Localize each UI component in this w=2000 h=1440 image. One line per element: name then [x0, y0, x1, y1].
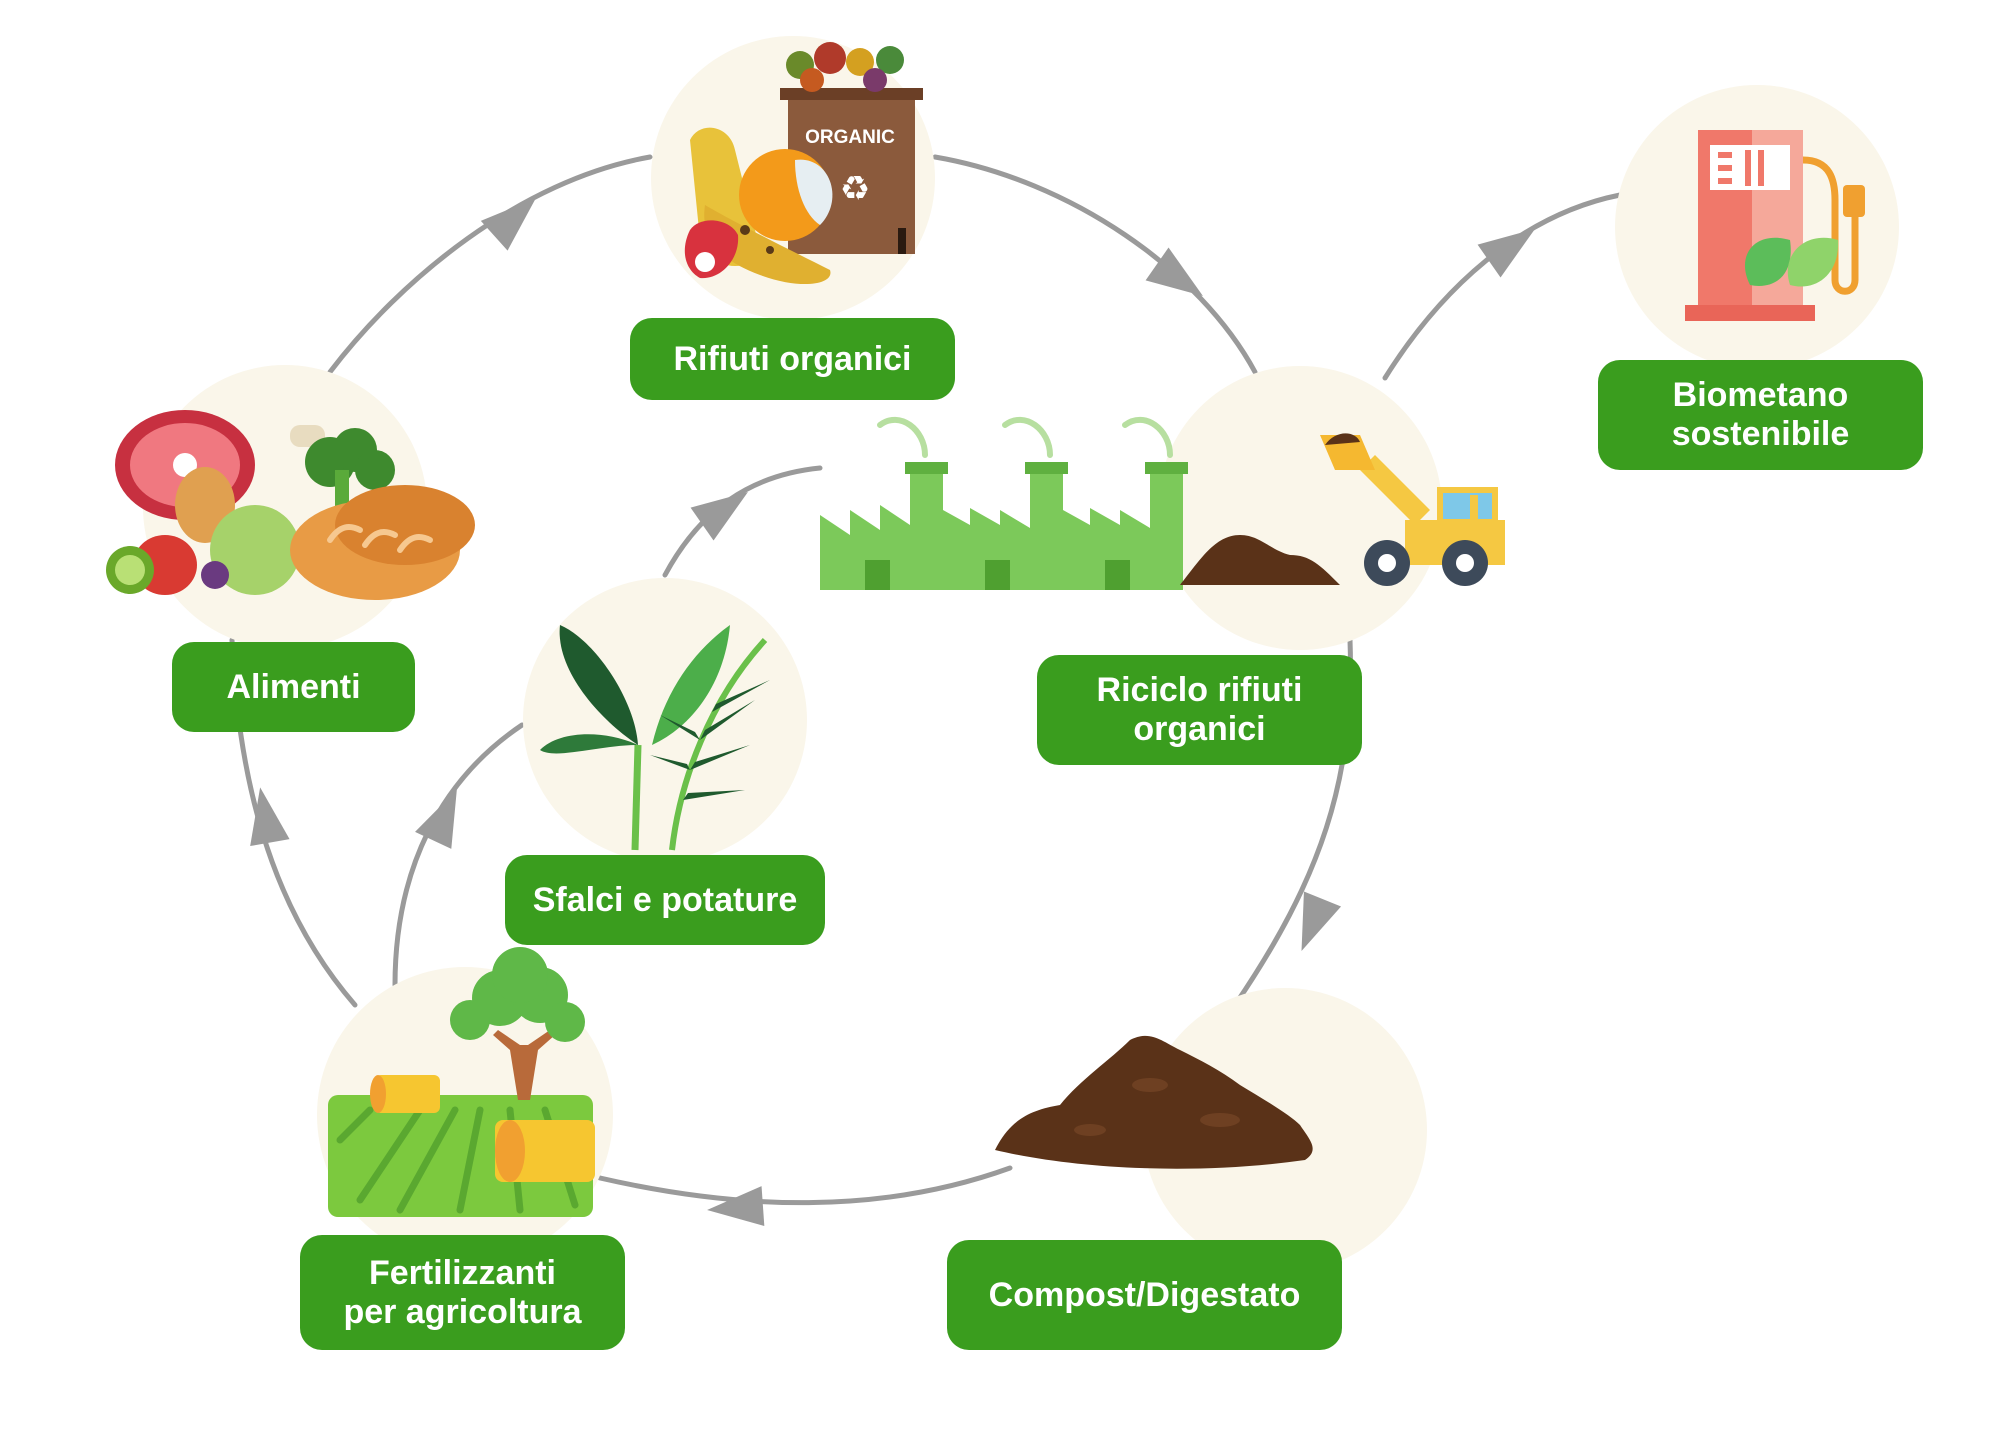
- compost-pile-icon: [995, 1035, 1313, 1169]
- label-biometano-text: Biometano sostenibile: [1671, 376, 1850, 453]
- label-fertilizzanti-text: Fertilizzanti per agricoltura: [343, 1253, 582, 1331]
- food-icon: [106, 410, 475, 600]
- label-biometano: Biometano sostenibile: [1598, 360, 1923, 470]
- label-alimenti: Alimenti: [172, 642, 415, 732]
- soil-pile-icon: [1180, 535, 1340, 585]
- bin-label: ORGANIC: [805, 127, 895, 148]
- label-fertilizzanti: Fertilizzanti per agricoltura: [300, 1235, 625, 1350]
- arrowhead-icon: [480, 198, 536, 251]
- label-riciclo-rifiuti-text: Riciclo rifiuti organici: [1096, 671, 1303, 748]
- label-alimenti-text: Alimenti: [226, 667, 361, 706]
- label-sfalci-text: Sfalci e potature: [532, 880, 798, 919]
- plant-icon: [540, 625, 770, 851]
- label-rifiuti-organici: Rifiuti organici: [630, 318, 955, 400]
- connector-sfalci-factory: [662, 465, 823, 578]
- arrowhead-icon: [415, 789, 457, 849]
- connector-rifiuti-riciclo: [932, 154, 1258, 375]
- compost-texture: [1074, 1078, 1240, 1136]
- arrowhead-icon: [250, 787, 290, 847]
- connector-fertilizzanti-sfalci: [392, 722, 525, 988]
- recycle-icon: ♻: [840, 169, 870, 209]
- arrowheads: [250, 198, 1535, 1226]
- label-riciclo-rifiuti: Riciclo rifiuti organici: [1037, 655, 1362, 765]
- label-sfalci: Sfalci e potature: [505, 855, 825, 945]
- farm-field-icon: [328, 947, 595, 1217]
- arrowhead-icon: [707, 1186, 765, 1226]
- label-rifiuti-organici-text: Rifiuti organici: [673, 339, 912, 378]
- connector-alimenti-rifiuti: [327, 154, 653, 375]
- connector-riciclo-biometano: [1382, 192, 1623, 381]
- organic-bin-icon: ORGANIC ♻: [684, 42, 923, 285]
- connector-compost-fertilizzanti: [597, 1165, 1013, 1206]
- label-compost-text: Compost/Digestato: [988, 1275, 1301, 1314]
- fuel-pump-icon: [1685, 130, 1865, 321]
- arrowhead-icon: [1301, 891, 1342, 951]
- loader-truck-icon: [1320, 433, 1505, 586]
- arrowhead-icon: [1477, 228, 1535, 278]
- arrowhead-icon: [1145, 247, 1203, 297]
- arrowhead-icon: [690, 491, 748, 541]
- label-compost: Compost/Digestato: [947, 1240, 1342, 1350]
- factory-icon: [820, 416, 1188, 590]
